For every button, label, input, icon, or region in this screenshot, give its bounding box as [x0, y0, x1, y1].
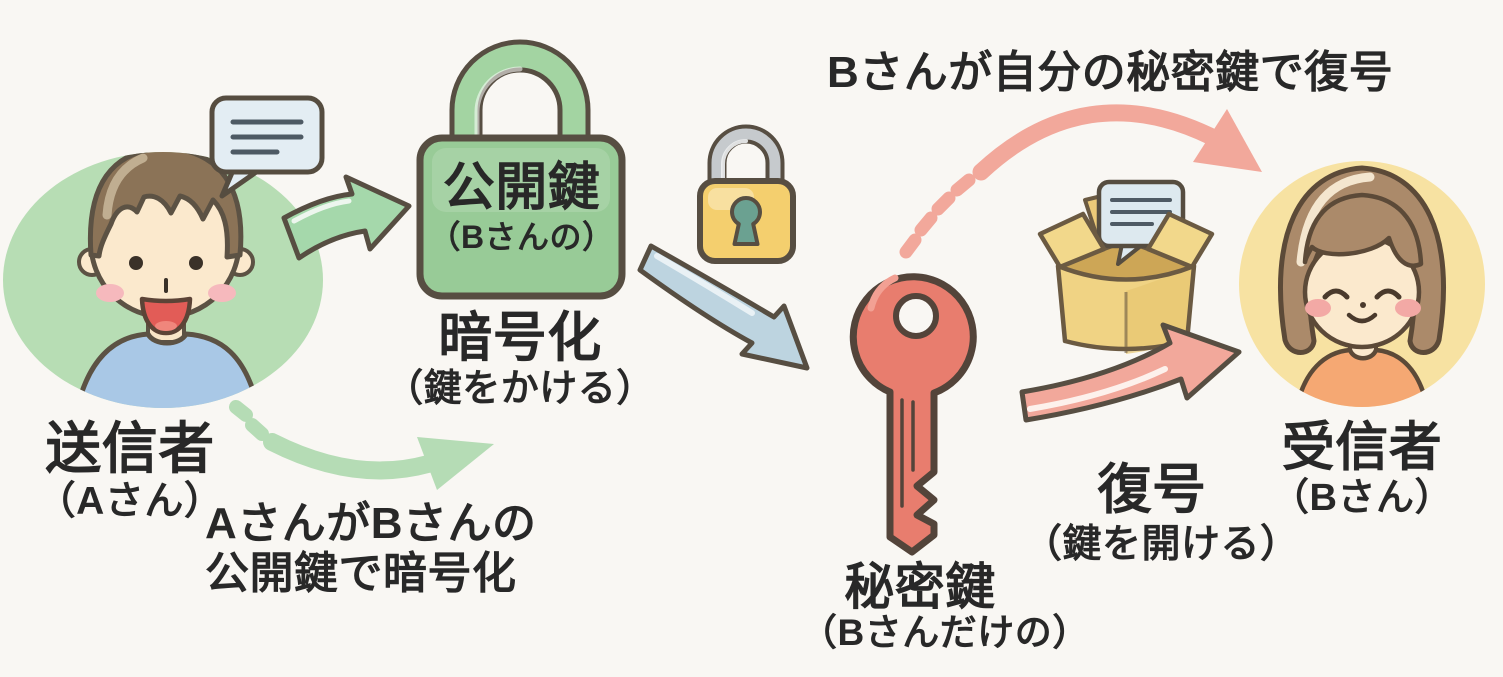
public-key-label: 公開鍵 [442, 159, 601, 217]
private-key-icon [849, 273, 977, 556]
public-key-padlock-icon [416, 39, 626, 300]
encryption-sublabel: （鍵をかける） [385, 368, 655, 410]
arrow-sender-to-lock-icon [281, 174, 412, 261]
encryption-label: 暗号化 [438, 308, 602, 368]
note-top: Bさんが自分の秘密鍵で復号 [827, 48, 1394, 97]
sender-speech-bubble-icon [209, 95, 325, 199]
arrow-box-to-receiver-icon [1019, 322, 1242, 423]
arrow-lock-to-key-icon [637, 243, 810, 371]
arrow-key-to-receiver-icon [899, 104, 1262, 259]
decryption-sublabel: （鍵を開ける） [1023, 523, 1300, 566]
receiver-avatar [1239, 161, 1485, 407]
note-bottom-line1: AさんがBさんの [205, 499, 537, 548]
sender-label: 送信者 [45, 417, 215, 480]
decryption-label: 復号 [1097, 460, 1207, 520]
private-key-label: 秘密鍵 [844, 559, 996, 615]
open-box-icon [1037, 179, 1215, 354]
note-bottom-line2: 公開鍵で暗号化 [205, 549, 517, 598]
arrow-sender-bottom-icon [229, 400, 494, 490]
private-key-sublabel: （Bさんだけの） [800, 612, 1090, 653]
mini-padlock-icon [697, 124, 796, 264]
sender-avatar [3, 152, 323, 408]
receiver-sublabel: （Bさん） [1271, 477, 1453, 519]
receiver-label: 受信者 [1281, 418, 1443, 477]
sender-sublabel: （Aさん） [36, 480, 224, 523]
public-key-sublabel: （Bさんの） [428, 219, 615, 255]
